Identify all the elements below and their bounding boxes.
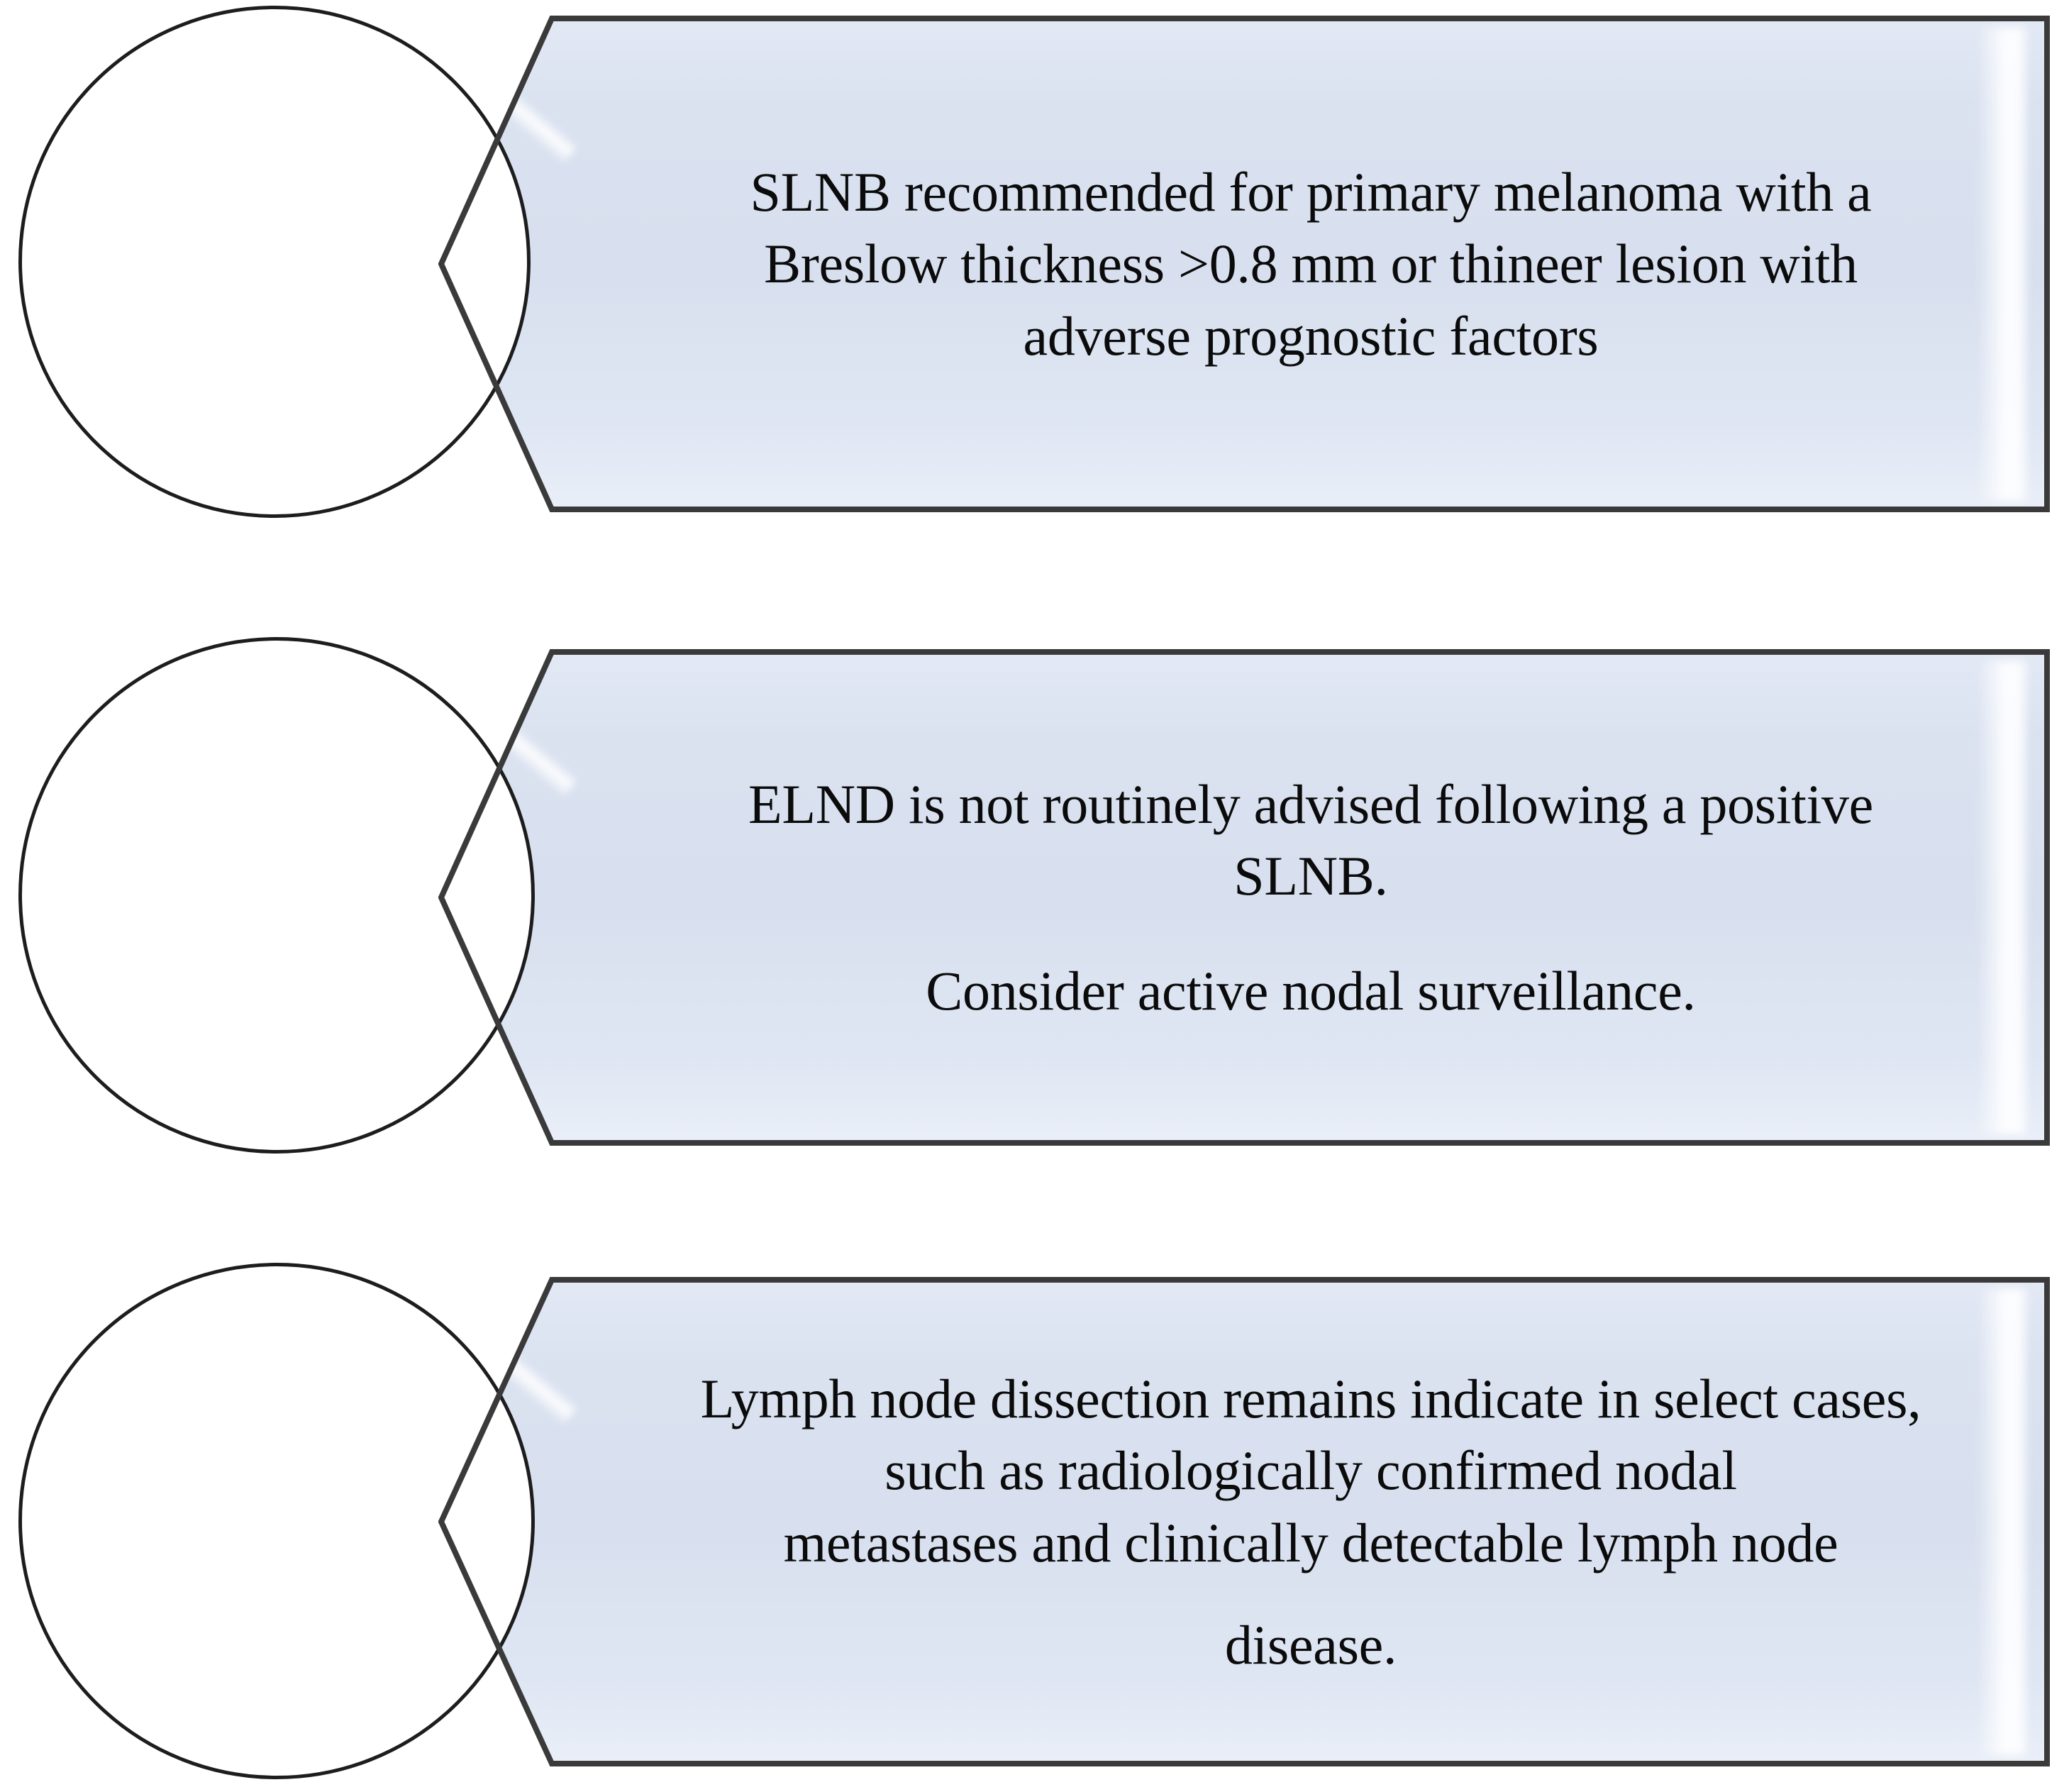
bullet-circle-3 xyxy=(18,1263,535,1779)
bullet-circle-2 xyxy=(18,637,535,1154)
banner-paragraph: disease. xyxy=(1224,1613,1397,1676)
banner-paragraph: SLNB recommended for primary melanoma wi… xyxy=(750,160,1872,367)
banner-text-2: ELND is not routinely advised following … xyxy=(601,649,2020,1146)
banner-text-1: SLNB recommended for primary melanoma wi… xyxy=(601,16,2020,512)
banner-paragraph: Lymph node dissection remains indicate i… xyxy=(700,1367,1921,1502)
bullet-circle-1 xyxy=(18,6,531,518)
banner-paragraph: Consider active nodal surveillance. xyxy=(926,960,1696,1022)
banner-paragraph: metastases and clinically detectable lym… xyxy=(783,1511,1838,1573)
banner-text-3: Lymph node dissection remains indicate i… xyxy=(601,1277,2020,1766)
banner-paragraph: ELND is not routinely advised following … xyxy=(748,773,1873,907)
banner-row-1: SLNB recommended for primary melanoma wi… xyxy=(0,0,2069,553)
